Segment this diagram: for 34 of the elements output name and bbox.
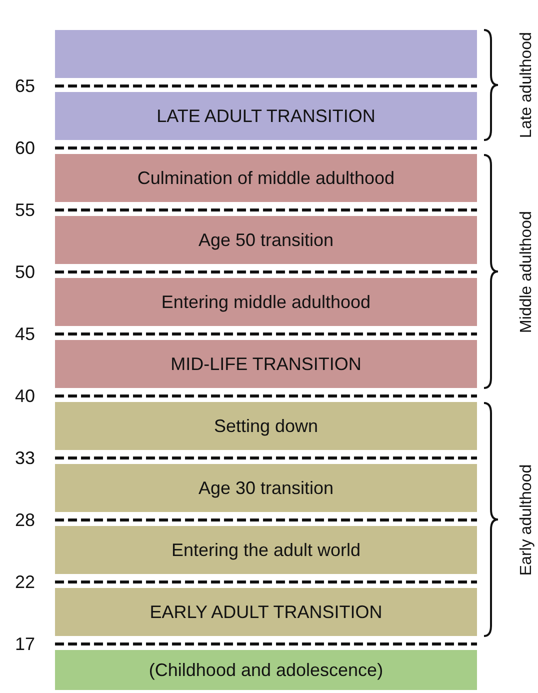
age-number: 22 <box>14 572 36 592</box>
age-band <box>55 650 477 690</box>
age-number: 65 <box>14 76 36 96</box>
age-band <box>55 92 477 140</box>
stage-name: Setting down <box>214 416 318 436</box>
age-number: 45 <box>14 324 36 344</box>
stage-name: (Childhood and adolescence) <box>148 660 384 680</box>
age-band <box>55 464 477 512</box>
stage-name: Age 30 transition <box>198 478 334 498</box>
age-band <box>55 526 477 574</box>
age-band <box>55 278 477 326</box>
life-stage-label: Early adulthood <box>518 464 536 576</box>
age-band <box>55 30 477 78</box>
age-band <box>55 216 477 264</box>
age-number: 60 <box>14 138 36 158</box>
age-band <box>55 340 477 388</box>
stage-name: Culmination of middle adulthood <box>137 168 395 188</box>
stage-name: EARLY ADULT TRANSITION <box>150 602 382 622</box>
age-band <box>55 154 477 202</box>
age-number: 33 <box>14 448 36 468</box>
life-stage-label: Middle adulthood <box>518 210 536 332</box>
age-number: 50 <box>14 262 36 282</box>
age-number: 55 <box>14 200 36 220</box>
age-number: 17 <box>14 634 36 654</box>
life-stage-label: Late adulthood <box>518 32 536 138</box>
age-band <box>55 402 477 450</box>
stage-name: Age 50 transition <box>198 230 334 250</box>
age-band <box>55 588 477 636</box>
stage-name: Entering middle adulthood <box>161 292 371 312</box>
stage-name: MID-LIFE TRANSITION <box>170 354 362 374</box>
age-number: 28 <box>14 510 36 530</box>
stage-name: Entering the adult world <box>171 540 361 560</box>
stage-name: LATE ADULT TRANSITION <box>156 106 376 126</box>
age-number: 40 <box>14 386 36 406</box>
